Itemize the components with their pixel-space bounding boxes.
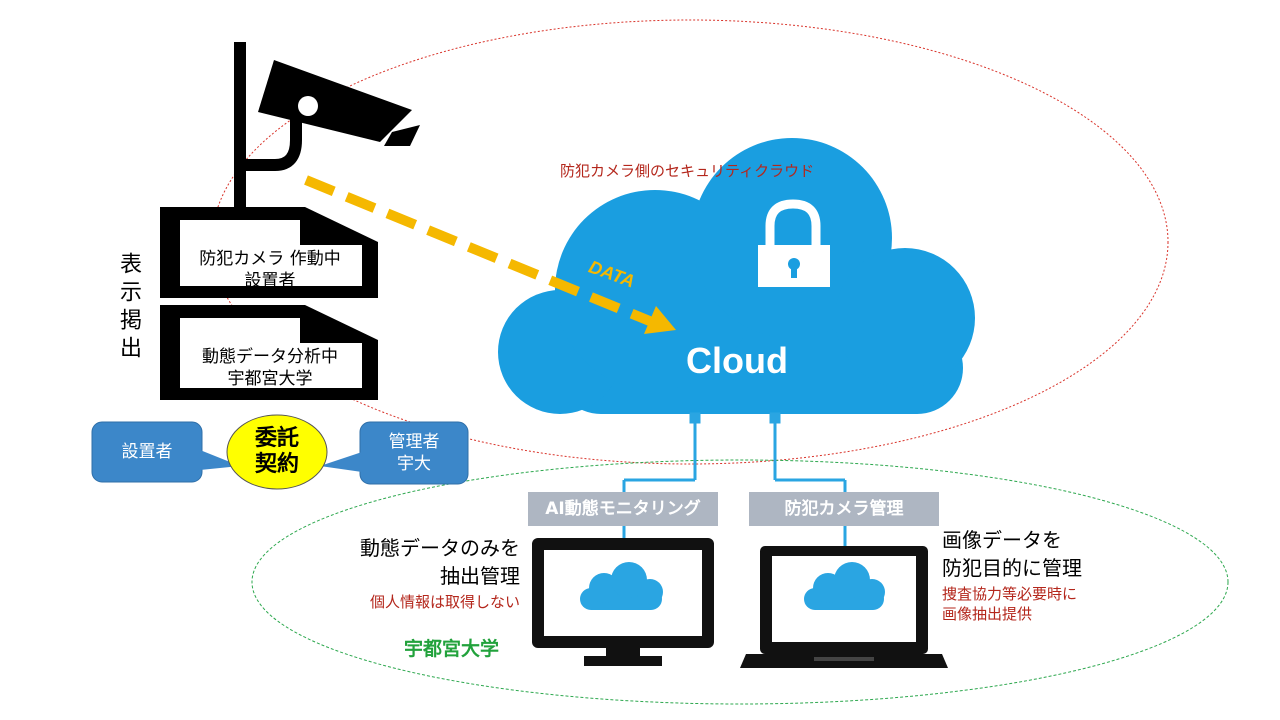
sign-analysis-line1: 動態データ分析中 <box>202 347 338 367</box>
installer-bubble-text: 設置者 <box>121 442 173 462</box>
right-terminal-note: 画像データを 防犯目的に管理 <box>942 526 1182 582</box>
sign-analysis-line2: 宇都宮大学 <box>227 369 313 389</box>
right-note-line2: 防犯目的に管理 <box>942 556 1082 580</box>
sign-camera-line2: 設置者 <box>244 271 296 291</box>
laptop-icon <box>740 546 948 668</box>
university-zone <box>251 459 1229 705</box>
sign-camera-operating-text: 防犯カメラ 作動中 設置者 <box>170 248 370 292</box>
contract-text: 委託 契約 <box>227 415 327 489</box>
left-terminal-note: 動態データのみを 抽出管理 <box>330 534 520 590</box>
contract-line1: 委託 <box>254 426 299 451</box>
cloud-label: Cloud <box>686 340 788 381</box>
security-camera-icon <box>234 42 420 210</box>
sign-data-analysis <box>160 305 378 400</box>
left-note-line1: 動態データのみを <box>360 536 520 560</box>
manager-bubble-text: 管理者 宇大 <box>360 422 468 484</box>
manager-bubble <box>320 421 469 485</box>
ai-monitoring-tag: AI動態モニタリング <box>528 492 718 526</box>
right-terminal-red-note: 捜査協力等必要時に 画像抽出提供 <box>942 584 1182 624</box>
manager-line1: 管理者 <box>388 432 440 452</box>
cloud-connectors <box>622 412 847 548</box>
camera-management-tag: 防犯カメラ管理 <box>749 492 939 526</box>
data-arrow <box>304 175 676 334</box>
sign-data-analysis-text: 動態データ分析中 宇都宮大学 <box>170 346 370 390</box>
right-red-line1: 捜査協力等必要時に <box>942 585 1078 603</box>
left-terminal-red-note: 個人情報は取得しない <box>369 593 520 611</box>
manager-line2: 宇大 <box>397 454 431 474</box>
right-red-line2: 画像抽出提供 <box>942 605 1033 623</box>
sign-camera-operating <box>160 207 378 298</box>
lock-icon <box>758 199 830 287</box>
right-note-line1: 画像データを <box>942 528 1062 552</box>
contract-line2: 契約 <box>254 452 299 477</box>
university-name: 宇都宮大学 <box>404 638 500 660</box>
desktop-monitor-icon <box>532 538 714 666</box>
contract-ellipse <box>226 414 328 490</box>
security-cloud-title: 防犯カメラ側のセキュリティクラウド <box>560 162 815 180</box>
display-posting-label: 表示掲出 <box>116 252 141 364</box>
sign-camera-line1: 防犯カメラ 作動中 <box>199 249 341 269</box>
cloud-icon <box>498 138 975 414</box>
left-note-line2: 抽出管理 <box>440 564 520 588</box>
